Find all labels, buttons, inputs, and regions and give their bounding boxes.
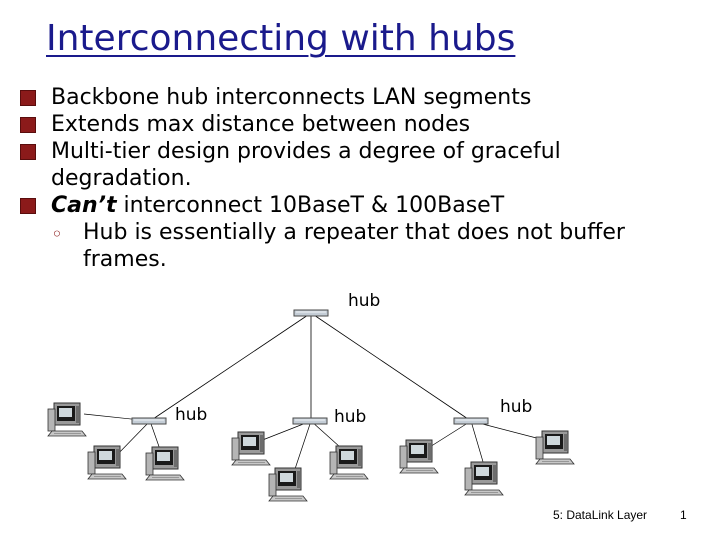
hub-label: hub xyxy=(175,405,208,425)
hub-label: hub xyxy=(500,397,533,417)
bullet-list: Backbone hub interconnects LAN segments … xyxy=(20,84,700,273)
bullet-item: Multi-tier design provides a degree of g… xyxy=(20,138,700,192)
bullet-text: Extends max distance between nodes xyxy=(51,112,471,137)
bullet-item: Can’t interconnect 10BaseT & 100BaseT xyxy=(20,192,700,219)
computer-icon xyxy=(268,467,308,502)
page-number: 1 xyxy=(680,508,687,522)
bullet-text: Backbone hub interconnects LAN segments xyxy=(51,85,532,110)
computer-icon xyxy=(464,461,504,496)
bullet-item: Backbone hub interconnects LAN segments xyxy=(20,84,700,111)
computer-icon xyxy=(145,446,185,481)
footer-chapter: 5: DataLink Layer xyxy=(553,508,648,522)
computer-icon xyxy=(399,439,439,474)
hub-icon xyxy=(453,417,489,425)
hub-label: hub xyxy=(348,291,381,311)
hub-icon xyxy=(131,417,167,425)
hub-label: hub xyxy=(334,407,367,427)
bullet-marker-icon xyxy=(20,90,36,106)
bullet-marker-icon xyxy=(20,144,36,160)
sub-bullet-text: Hub is essentially a repeater that does … xyxy=(83,220,625,272)
computer-icon xyxy=(47,402,87,437)
bullet-emphasis: Can’t xyxy=(51,193,117,218)
bullet-text: Multi-tier design provides a degree of g… xyxy=(51,139,561,191)
backbone-hub-icon xyxy=(293,309,329,317)
hub-icon xyxy=(292,417,328,425)
sub-bullet-marker-icon: ◦ xyxy=(51,222,63,246)
bullet-text: interconnect 10BaseT & 100BaseT xyxy=(116,193,505,218)
sub-bullet-item: ◦ Hub is essentially a repeater that doe… xyxy=(51,219,700,273)
computer-icon xyxy=(329,445,369,480)
backbone-links xyxy=(149,312,472,422)
bullet-marker-icon xyxy=(20,198,36,214)
computer-icon xyxy=(535,430,575,465)
page-title: Interconnecting with hubs xyxy=(46,18,516,59)
computer-icon xyxy=(231,431,271,466)
computer-icon xyxy=(87,445,127,480)
bullet-marker-icon xyxy=(20,117,36,133)
bullet-item: Extends max distance between nodes xyxy=(20,111,700,138)
